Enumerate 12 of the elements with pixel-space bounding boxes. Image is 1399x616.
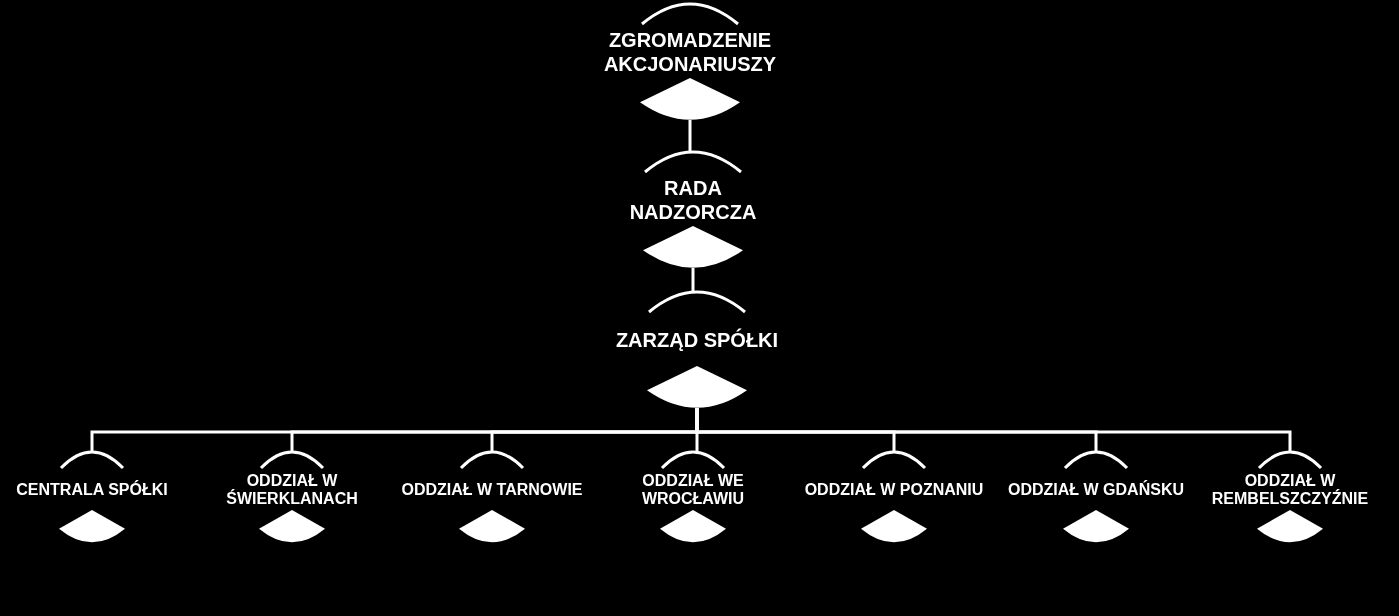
unit-label: ZARZĄD SPÓŁKI xyxy=(615,328,779,352)
unit-label: ODDZIAŁ W ŚWIERKLANACH xyxy=(225,472,359,508)
unit-label: ODDZIAŁ W TARNOWIE xyxy=(401,481,583,499)
unit-label: ODDZIAŁ WE WROCŁAWIU xyxy=(640,472,746,508)
unit-label: RADA NADZORCZA xyxy=(628,176,758,224)
unit-label: CENTRALA SPÓŁKI xyxy=(16,481,168,499)
unit-label: ODDZIAŁ W REMBELSZCZYŹNIE xyxy=(1210,472,1370,508)
connector-line xyxy=(688,120,692,152)
unit-label: ZGROMADZENIE AKCJONARIUSZY xyxy=(602,28,778,76)
unit-label: ODDZIAŁ W POZNANIU xyxy=(804,481,984,499)
connector-line xyxy=(691,268,695,292)
unit-label: ODDZIAŁ W GDAŃSKU xyxy=(1008,481,1184,499)
